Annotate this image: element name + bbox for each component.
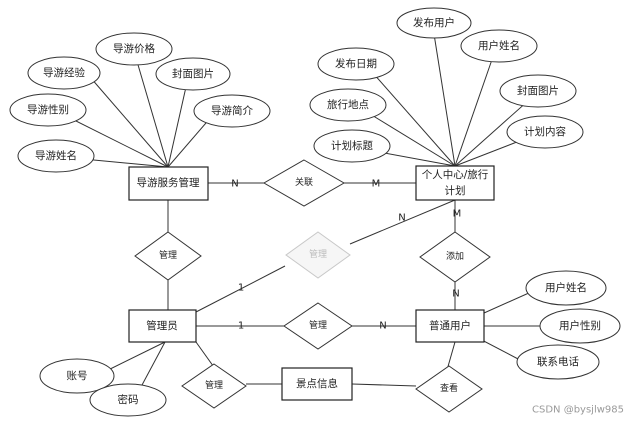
svg-text:管理: 管理	[309, 248, 327, 260]
cardinality-plan-add: M	[453, 209, 462, 220]
cardinality-user-manage: N	[379, 321, 386, 332]
svg-text:导游服务管理: 导游服务管理	[137, 176, 200, 189]
svg-text:关联: 关联	[295, 176, 313, 188]
attribute-plan-cover: 封面图片	[499, 74, 577, 108]
attribute-publish-user: 发布用户	[396, 7, 472, 39]
relationship-manage-plan: 管理	[285, 231, 351, 279]
svg-text:管理: 管理	[205, 379, 223, 391]
relationship-manage-user: 管理	[283, 302, 353, 350]
entity-admin: 管理员	[128, 309, 197, 343]
svg-text:导游经验: 导游经验	[43, 66, 85, 79]
relationship-add: 添加	[419, 231, 491, 283]
svg-text:计划标题: 计划标题	[331, 139, 373, 152]
svg-text:用户姓名: 用户姓名	[545, 281, 587, 294]
svg-text:旅行地点: 旅行地点	[327, 98, 369, 111]
entity-scenic-info: 景点信息	[281, 367, 353, 401]
svg-text:计划: 计划	[445, 184, 466, 197]
svg-text:导游简介: 导游简介	[211, 104, 253, 117]
attribute-account: 账号	[39, 358, 115, 394]
cardinality-user-add: N	[452, 289, 459, 300]
attribute-guide-intro: 导游简介	[193, 94, 271, 128]
cardinality-admin-plan: 1	[238, 283, 244, 294]
svg-text:封面图片: 封面图片	[172, 67, 214, 80]
svg-text:账号: 账号	[67, 370, 88, 382]
entity-user: 普通用户	[415, 309, 485, 343]
svg-text:导游价格: 导游价格	[113, 42, 155, 55]
svg-text:导游性别: 导游性别	[27, 103, 69, 116]
svg-text:添加: 添加	[446, 251, 464, 262]
attribute-guide-experience: 导游经验	[27, 56, 101, 90]
relationship-manage-guide: 管理	[134, 231, 202, 281]
attribute-password: 密码	[89, 383, 167, 417]
attribute-user-name: 用户姓名	[525, 270, 607, 306]
connector-lines	[59, 33, 542, 401]
watermark: CSDN @bysjlw985	[532, 405, 624, 416]
attribute-plan-title: 计划标题	[313, 129, 391, 163]
svg-text:发布日期: 发布日期	[335, 57, 377, 70]
attribute-plan-user-name: 用户姓名	[460, 29, 538, 63]
svg-text:管理: 管理	[309, 319, 327, 331]
svg-text:管理: 管理	[159, 249, 177, 261]
svg-text:联系电话: 联系电话	[537, 355, 579, 368]
attribute-user-gender: 用户性别	[539, 308, 621, 344]
svg-text:封面图片: 封面图片	[517, 84, 559, 97]
attribute-plan-content: 计划内容	[506, 115, 584, 149]
attribute-contact-phone: 联系电话	[516, 344, 600, 380]
svg-text:导游姓名: 导游姓名	[35, 149, 77, 162]
attribute-guide-name: 导游姓名	[17, 139, 95, 173]
svg-text:景点信息: 景点信息	[296, 377, 338, 390]
svg-text:个人中心/旅行: 个人中心/旅行	[422, 168, 489, 181]
svg-text:用户性别: 用户性别	[559, 319, 601, 332]
svg-text:普通用户: 普通用户	[429, 319, 471, 332]
svg-text:用户姓名: 用户姓名	[478, 39, 520, 52]
attribute-travel-place: 旅行地点	[309, 88, 387, 122]
cardinality-plan-link: M	[372, 179, 381, 190]
relationship-manage-scenic: 管理	[181, 363, 247, 409]
relationship-view: 查看	[415, 365, 483, 413]
svg-text:密码: 密码	[118, 393, 139, 406]
entity-personal-center: 个人中心/旅行 计划	[415, 165, 495, 201]
svg-text:管理员: 管理员	[146, 319, 178, 332]
svg-text:发布用户: 发布用户	[413, 16, 455, 29]
svg-text:查看: 查看	[440, 382, 458, 394]
attribute-guide-gender: 导游性别	[9, 93, 87, 127]
cardinality-guide-link: N	[231, 179, 238, 190]
relationship-link: 关联	[262, 159, 346, 207]
attribute-guide-cover: 封面图片	[155, 57, 231, 91]
entity-guide-service: 导游服务管理	[128, 166, 209, 201]
svg-text:计划内容: 计划内容	[524, 125, 566, 138]
attribute-publish-date: 发布日期	[317, 47, 395, 81]
attribute-guide-price: 导游价格	[95, 32, 173, 66]
cardinality-admin-user: 1	[238, 321, 244, 332]
cardinality-plan-admin: N	[398, 213, 405, 224]
